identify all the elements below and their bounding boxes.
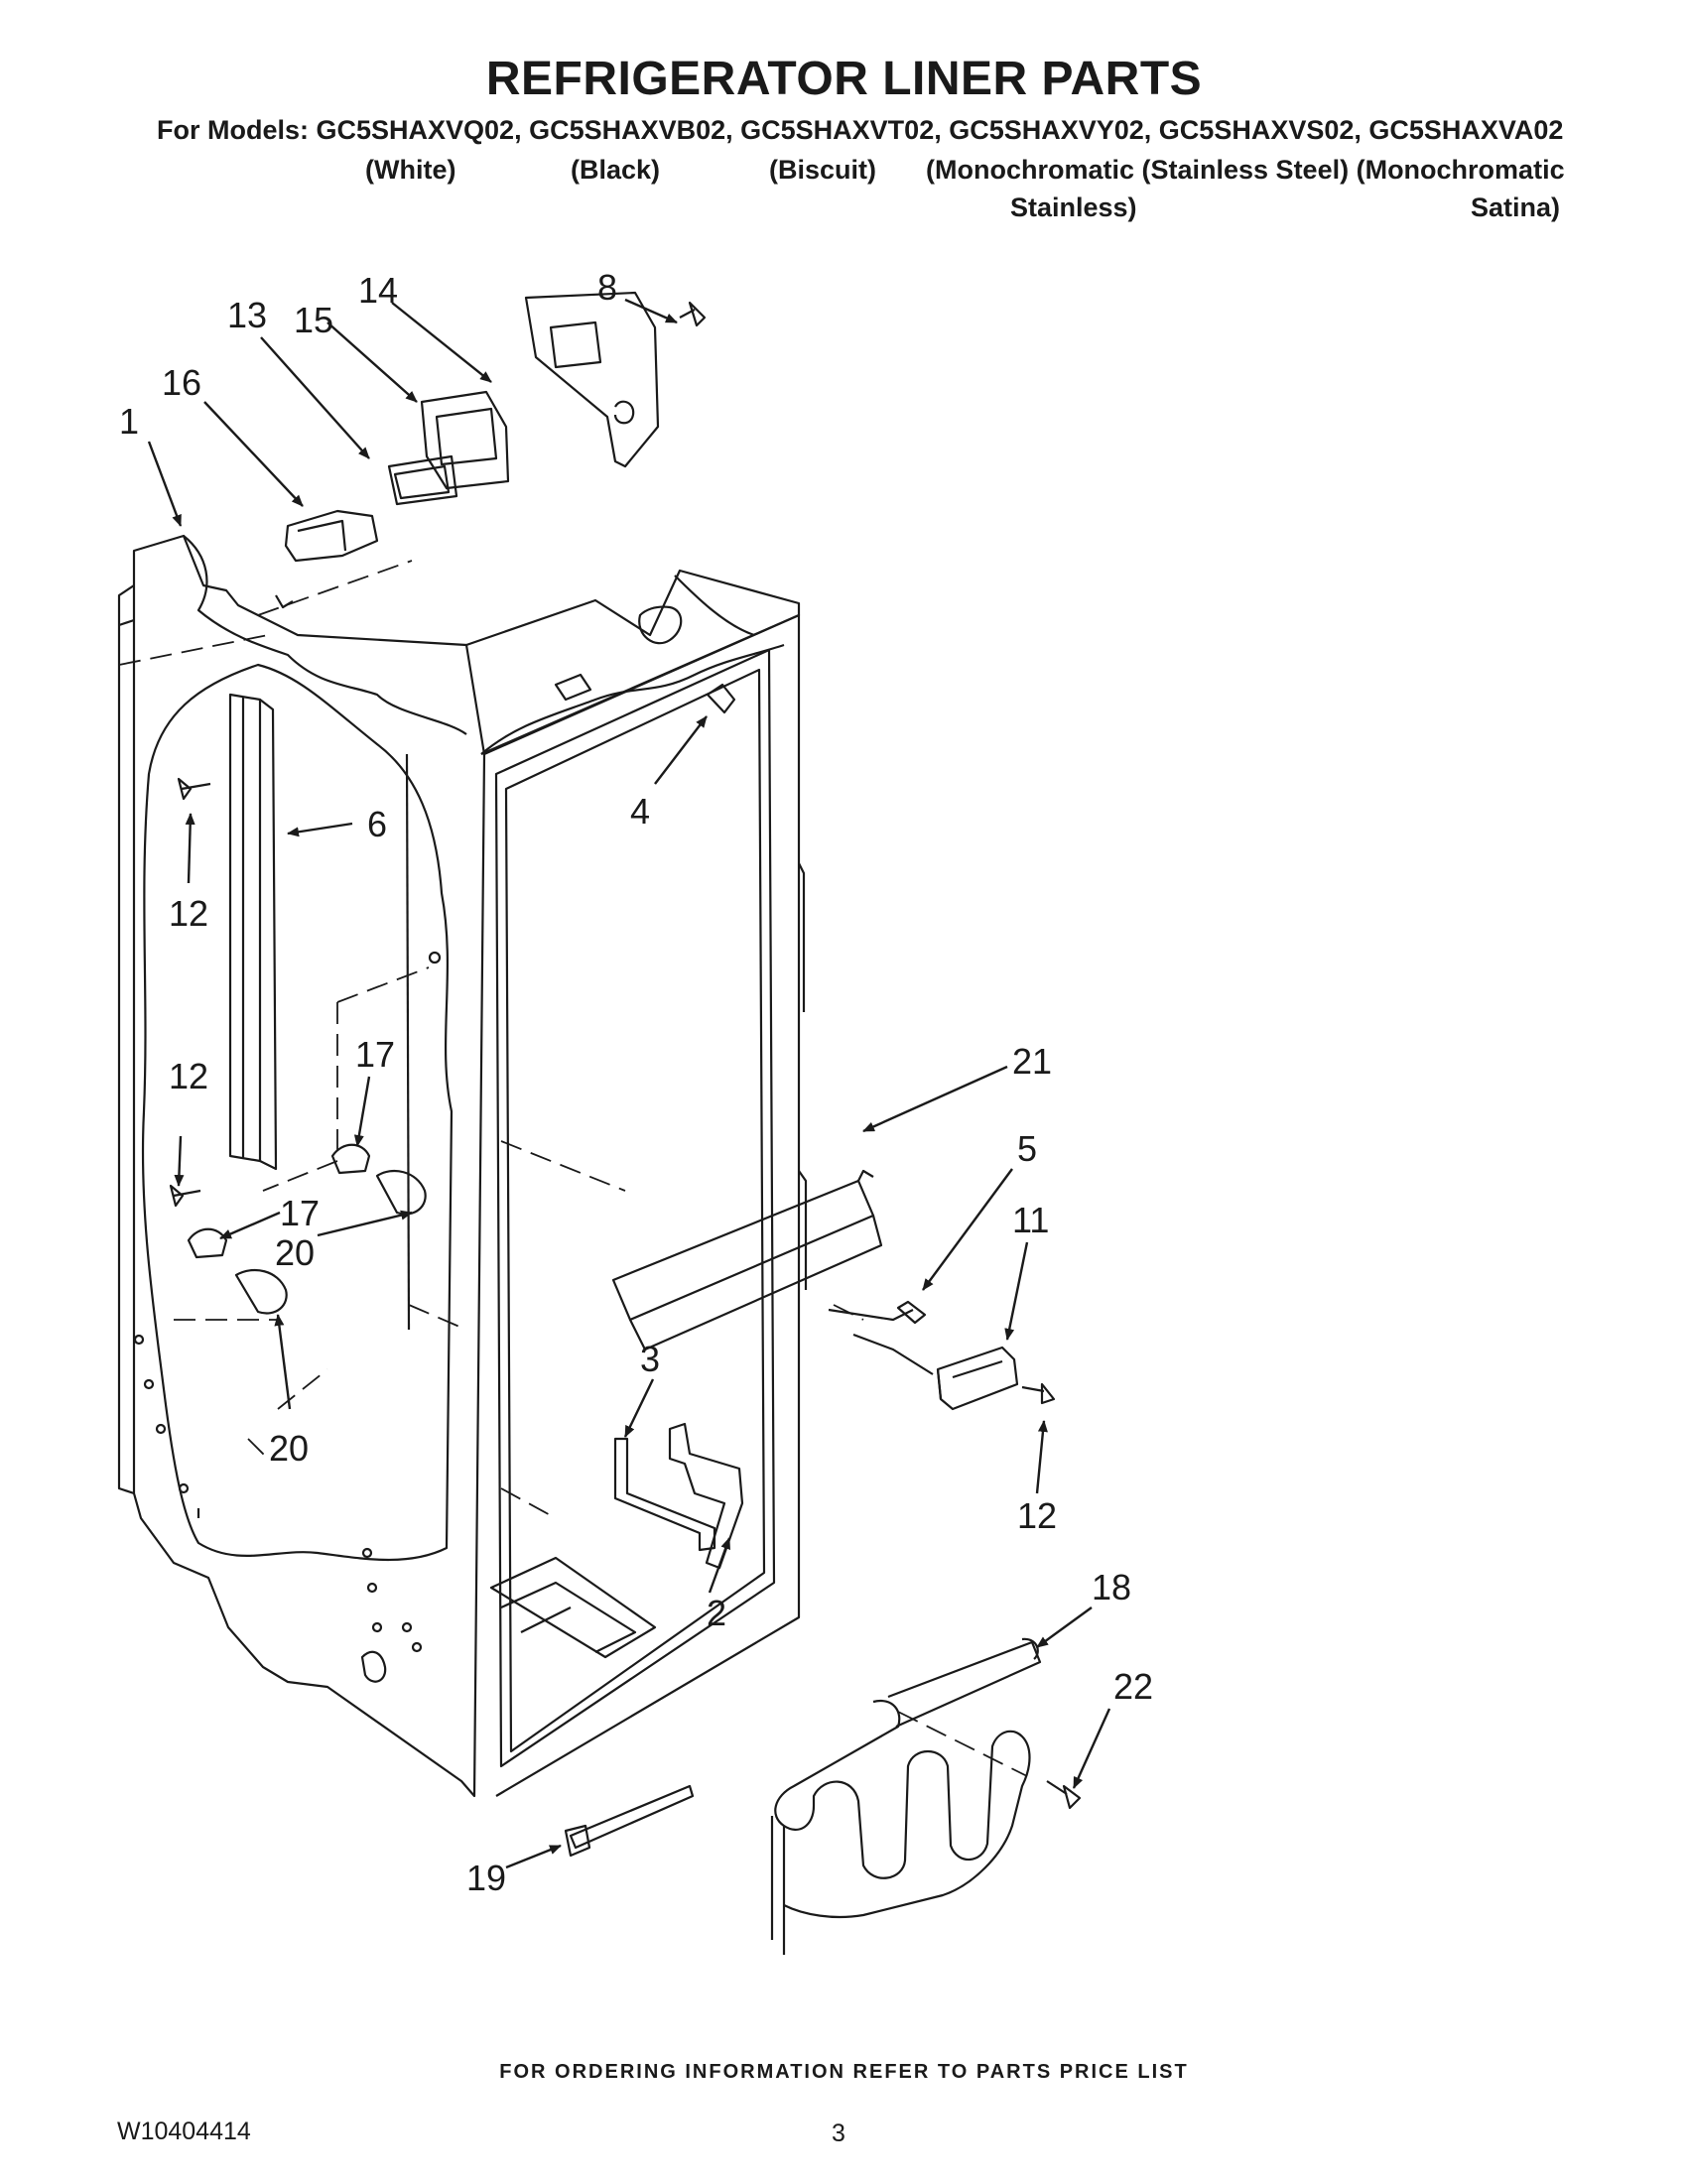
- light-socket: [284, 509, 379, 563]
- callout-8: 8: [597, 267, 617, 308]
- callout-14: 14: [358, 270, 398, 311]
- callout-12c: 12: [1017, 1495, 1057, 1536]
- color-satina: Satina): [1471, 193, 1561, 222]
- callout-6: 6: [367, 804, 387, 844]
- door-frame-inner: [494, 648, 776, 1768]
- color-black: (Black): [571, 155, 661, 185]
- callout-1: 1: [119, 401, 139, 442]
- liner-outline: [132, 534, 486, 1798]
- callout-19: 19: [466, 1858, 506, 1898]
- light-cover: [524, 291, 660, 468]
- callout-3: 3: [640, 1339, 660, 1379]
- callout-12b: 12: [169, 1056, 208, 1096]
- bracket-3: [613, 1437, 716, 1552]
- callout-17b: 17: [280, 1193, 320, 1233]
- callout-16: 16: [162, 362, 201, 403]
- bracket-2: [668, 1422, 744, 1570]
- inner-cavity: [141, 663, 454, 1562]
- page-title: REFRIGERATOR LINER PARTS: [485, 53, 1203, 105]
- evaporator: [774, 1699, 1031, 1919]
- model-list: For Models: GC5SHAXVQ02, GC5SHAXVB02, GC…: [157, 115, 1564, 145]
- temperature-control: [936, 1346, 1019, 1411]
- callout-11: 11: [1012, 1200, 1049, 1240]
- color-white: (White): [365, 155, 456, 185]
- callout-22: 22: [1113, 1666, 1153, 1707]
- callout-12a: 12: [169, 893, 208, 934]
- callout-18: 18: [1092, 1567, 1131, 1607]
- callout-5: 5: [1017, 1128, 1037, 1169]
- callout-17a: 17: [355, 1034, 395, 1075]
- callout-2: 2: [707, 1593, 726, 1633]
- light-housing: [420, 390, 510, 490]
- door-frame-outer: [480, 613, 801, 1797]
- callout-4: 4: [630, 791, 650, 832]
- color-biscuit: (Biscuit): [769, 155, 876, 185]
- liner-top: [465, 569, 801, 756]
- callout-21: 21: [1012, 1041, 1052, 1082]
- ordering-note: FOR ORDERING INFORMATION REFER TO PARTS …: [499, 2061, 1189, 2083]
- callout-20a: 20: [275, 1232, 315, 1273]
- shelf-rail: [228, 693, 262, 1163]
- color-stainless: Stainless): [1010, 193, 1137, 222]
- gasket: [387, 454, 458, 506]
- mullion-cover: [611, 1179, 875, 1322]
- callout-20b: 20: [269, 1428, 309, 1469]
- cable-tie: [569, 1784, 695, 1850]
- color-monochromatic: (Monochromatic (Stainless Steel) (Monoch…: [926, 155, 1565, 185]
- document-number: W10404414: [117, 2118, 251, 2145]
- callout-13: 13: [227, 295, 267, 335]
- page-number: 3: [832, 2120, 845, 2147]
- callout-15: 15: [294, 300, 333, 340]
